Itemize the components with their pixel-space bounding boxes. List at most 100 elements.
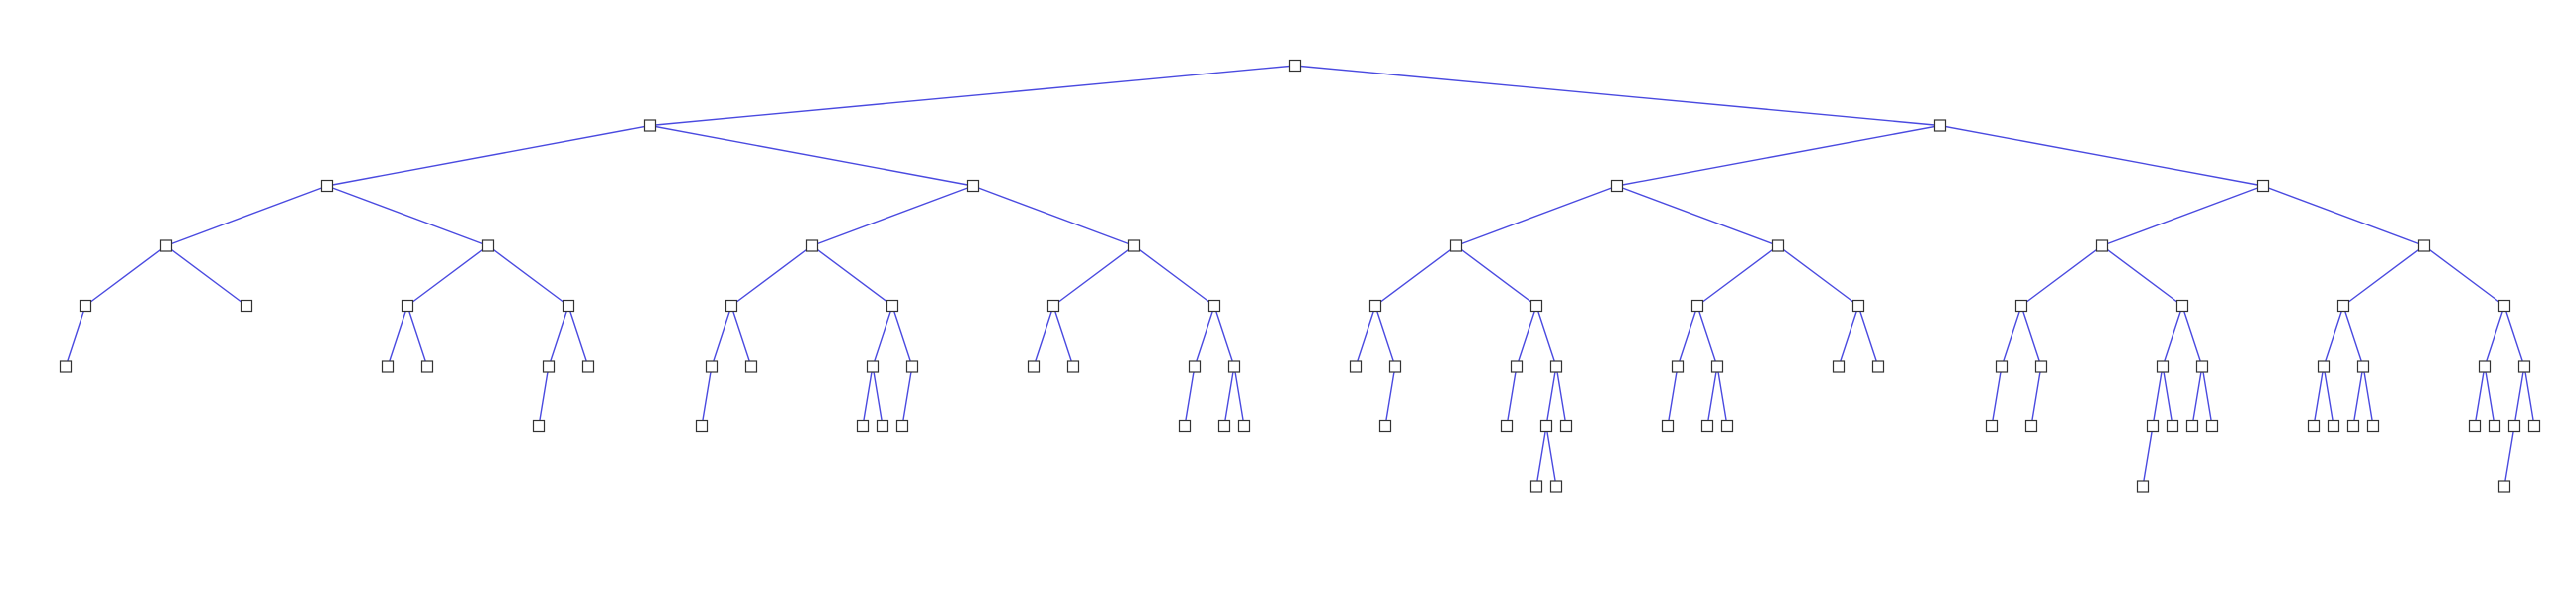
tree-node[interactable] [895, 419, 909, 433]
tree-node[interactable] [1700, 419, 1714, 433]
tree-edge [2313, 366, 2325, 427]
tree-node[interactable] [2517, 360, 2531, 372]
tree-node[interactable] [1933, 119, 1947, 132]
tree-node[interactable] [1378, 419, 1392, 433]
tree-node[interactable] [1995, 360, 2009, 372]
tree-node[interactable] [240, 299, 253, 313]
tree-node[interactable] [1510, 360, 1524, 372]
tree-node[interactable] [886, 299, 899, 313]
tree-node[interactable] [532, 419, 546, 433]
tree-node[interactable] [159, 239, 173, 252]
tree-node[interactable] [320, 179, 334, 193]
tree-node[interactable] [2327, 419, 2340, 433]
tree-node[interactable] [1985, 419, 1999, 433]
tree-node[interactable] [79, 299, 92, 313]
tree-node[interactable] [856, 419, 870, 433]
tree-node[interactable] [724, 299, 738, 313]
tree-node[interactable] [2156, 360, 2170, 372]
tree-node[interactable] [381, 360, 395, 372]
tree-node[interactable] [2527, 419, 2541, 433]
tree-node[interactable] [2417, 239, 2431, 252]
tree-node[interactable] [2014, 299, 2028, 313]
tree-node[interactable] [2166, 419, 2179, 433]
tree-edge [84, 244, 167, 307]
tree-node[interactable] [1549, 360, 1563, 372]
tree-node[interactable] [1046, 299, 1060, 313]
tree-node[interactable] [401, 299, 414, 313]
tree-node[interactable] [805, 239, 819, 252]
tree-node[interactable] [695, 419, 709, 433]
tree-node[interactable] [2034, 360, 2048, 372]
tree-edge [1355, 305, 1376, 367]
tree-edge [2503, 425, 2515, 487]
tree-node[interactable] [1549, 480, 1563, 493]
tree-node[interactable] [1559, 419, 1573, 433]
tree-node[interactable] [1720, 419, 1734, 433]
tree-node[interactable] [2185, 419, 2199, 433]
tree-node[interactable] [2317, 360, 2331, 372]
tree-node[interactable] [2256, 179, 2270, 193]
tree-node[interactable] [2346, 419, 2360, 433]
tree-node[interactable] [481, 239, 495, 252]
tree-node[interactable] [744, 360, 758, 372]
tree-node[interactable] [1539, 419, 1553, 433]
tree-node[interactable] [2497, 299, 2511, 313]
tree-node[interactable] [420, 360, 434, 372]
tree-node[interactable] [2024, 419, 2038, 433]
tree-node[interactable] [2497, 480, 2511, 493]
tree-node[interactable] [2136, 480, 2150, 493]
tree-node[interactable] [1610, 179, 1624, 193]
tree-node[interactable] [1710, 360, 1724, 372]
tree-node[interactable] [1127, 239, 1141, 252]
tree-node[interactable] [1188, 360, 1202, 372]
tree-node[interactable] [2356, 360, 2370, 372]
tree-node[interactable] [2195, 360, 2209, 372]
tree-node[interactable] [2307, 419, 2321, 433]
tree-node[interactable] [705, 360, 719, 372]
tree-node[interactable] [542, 360, 556, 372]
tree-node[interactable] [1066, 360, 1080, 372]
tree-node[interactable] [1217, 419, 1231, 433]
tree-node[interactable] [2468, 419, 2482, 433]
tree-node[interactable] [1208, 299, 1221, 313]
tree-root-node[interactable] [1288, 59, 1302, 73]
tree-node[interactable] [2146, 419, 2160, 433]
tree-node[interactable] [1661, 419, 1675, 433]
tree-node[interactable] [59, 360, 73, 372]
tree-node[interactable] [2507, 419, 2521, 433]
tree-node[interactable] [1671, 360, 1685, 372]
tree-edge [2030, 366, 2042, 427]
tree-node[interactable] [2336, 299, 2350, 313]
tree-node[interactable] [1227, 360, 1241, 372]
tree-node[interactable] [1237, 419, 1251, 433]
tree-node[interactable] [1368, 299, 1382, 313]
tree-node[interactable] [866, 360, 880, 372]
tree-node[interactable] [1852, 299, 1865, 313]
tree-node[interactable] [966, 179, 980, 193]
tree-node[interactable] [1530, 299, 1543, 313]
tree-node[interactable] [562, 299, 575, 313]
tree-node[interactable] [2488, 419, 2501, 433]
tree-node[interactable] [1690, 299, 1704, 313]
tree-node[interactable] [1771, 239, 1785, 252]
tree-node[interactable] [2095, 239, 2109, 252]
tree-node[interactable] [1388, 360, 1402, 372]
tree-node[interactable] [1027, 360, 1041, 372]
tree-node[interactable] [643, 119, 657, 132]
tree-node[interactable] [581, 360, 595, 372]
tree-edge [567, 305, 589, 367]
tree-node[interactable] [1500, 419, 1514, 433]
tree-node[interactable] [1530, 480, 1543, 493]
tree-node[interactable] [1178, 419, 1192, 433]
tree-node[interactable] [1349, 360, 1363, 372]
tree-node[interactable] [905, 360, 919, 372]
tree-node[interactable] [2175, 299, 2189, 313]
tree-node[interactable] [1871, 360, 1885, 372]
tree-node[interactable] [2205, 419, 2219, 433]
tree-node[interactable] [2366, 419, 2380, 433]
tree-node[interactable] [1832, 360, 1846, 372]
tree-node[interactable] [2478, 360, 2492, 372]
tree-node[interactable] [876, 419, 889, 433]
tree-node[interactable] [1449, 239, 1463, 252]
tree-edge [1194, 305, 1215, 367]
